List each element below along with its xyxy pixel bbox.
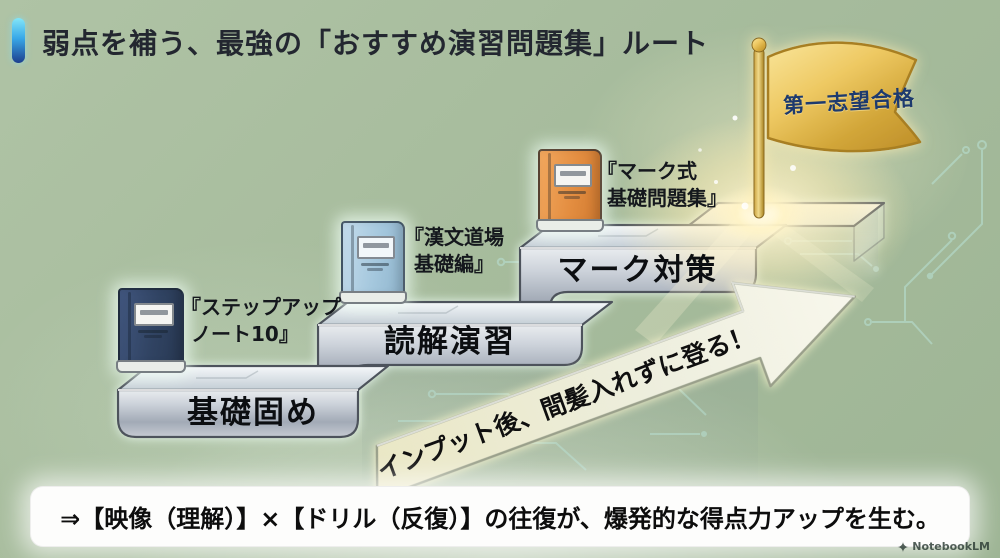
book-pages xyxy=(536,219,604,232)
flag-pole xyxy=(753,47,765,219)
footer-note: ⇒【映像（理解）】×【ドリル（反復）】の往復が、爆発的な得点力アップを生む。 xyxy=(30,486,970,547)
book-cover-rule xyxy=(361,263,389,271)
book-caption-step1: 『ステップアップ ノート10』 xyxy=(181,294,341,348)
book-icon-step1 xyxy=(116,288,186,373)
caption-line: 基礎編』 xyxy=(414,252,494,276)
footer-note-text: ⇒【映像（理解）】×【ドリル（反復）】の往復が、爆発的な得点力アップを生む。 xyxy=(60,505,940,533)
caption-line: 『マーク式 xyxy=(597,159,697,183)
flag-banner xyxy=(766,41,922,153)
book-cover-label xyxy=(357,236,395,259)
book-cover-rule xyxy=(558,191,586,199)
step-label-foundation: 基礎固め xyxy=(187,395,319,431)
book-spine xyxy=(548,153,551,227)
caption-line: 『ステップアップ xyxy=(181,295,341,319)
step-2-block xyxy=(316,300,614,394)
book-cover-label xyxy=(554,164,592,187)
step-1-block xyxy=(116,364,390,439)
growth-arrow xyxy=(375,281,857,501)
book-pages xyxy=(339,291,407,304)
book-caption-step2: 『漢文道場 基礎編』 xyxy=(404,224,504,278)
book-cover-label xyxy=(134,303,174,326)
book-icon-step3 xyxy=(536,149,604,232)
title-accent-bar xyxy=(12,18,25,63)
notebooklm-logo-icon xyxy=(897,541,909,552)
book-spine xyxy=(351,225,354,299)
book-cover-rule xyxy=(138,330,168,338)
watermark: NotebookLM xyxy=(897,540,990,553)
caption-line: 『漢文道場 xyxy=(404,225,504,249)
watermark-label: NotebookLM xyxy=(912,540,990,553)
page-title: 弱点を補う、最強の「おすすめ演習問題集」ルート xyxy=(42,27,710,60)
book-spine xyxy=(128,292,131,368)
caption-line: ノート10』 xyxy=(191,322,299,346)
book-caption-step3: 『マーク式 基礎問題集』 xyxy=(597,158,727,212)
sparkles xyxy=(698,115,820,210)
goal-glow xyxy=(615,115,915,345)
step-label-mark: マーク対策 xyxy=(557,253,718,288)
book-pages xyxy=(116,360,186,373)
step-label-reading: 読解演習 xyxy=(384,324,516,360)
book-icon-step2 xyxy=(339,221,407,304)
caption-line: 基礎問題集』 xyxy=(607,186,727,210)
flag-pole-finial xyxy=(751,37,767,53)
goal-flag xyxy=(751,37,922,219)
